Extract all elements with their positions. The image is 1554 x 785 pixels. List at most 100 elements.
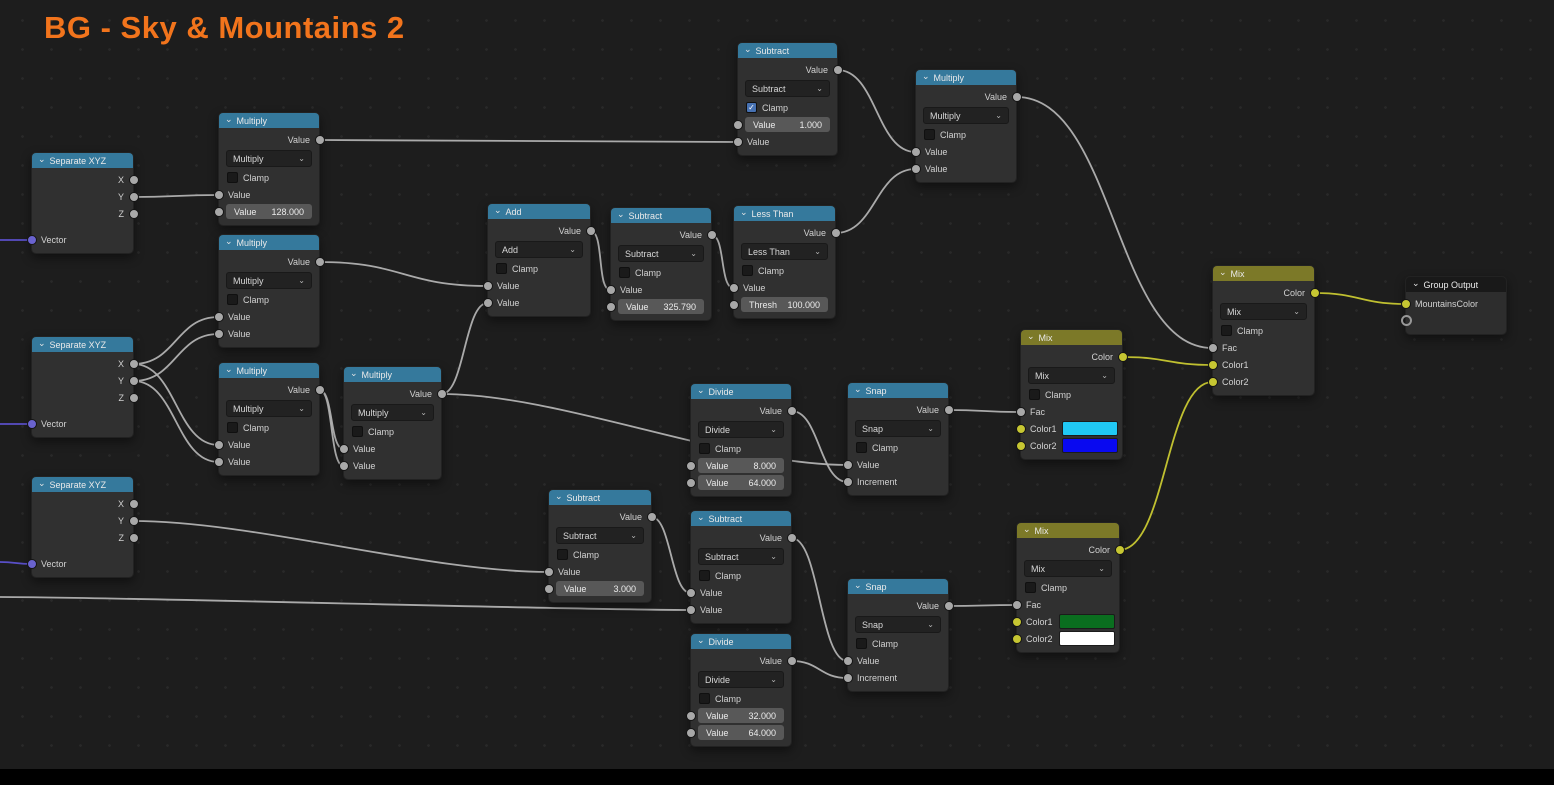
clamp-checkbox[interactable] — [924, 129, 935, 140]
node-header[interactable]: ⌄Separate XYZ — [32, 477, 133, 492]
socket-value[interactable] — [213, 207, 224, 217]
chevron-down-icon[interactable]: ⌄ — [854, 383, 862, 394]
socket-value[interactable] — [685, 711, 696, 721]
socket-value[interactable] — [213, 440, 224, 450]
socket-value[interactable] — [128, 376, 139, 386]
socket-value[interactable] — [1011, 92, 1022, 102]
node-header[interactable]: ⌄Multiply — [219, 235, 319, 250]
node-header[interactable]: ⌄Multiply — [219, 113, 319, 128]
socket-value[interactable] — [786, 406, 797, 416]
chevron-down-icon[interactable]: ⌄ — [494, 204, 502, 215]
clamp-checkbox[interactable] — [1025, 582, 1036, 593]
socket-color[interactable] — [1400, 299, 1411, 309]
socket-value[interactable] — [706, 230, 717, 240]
socket-value[interactable] — [732, 137, 743, 147]
socket-value[interactable] — [314, 135, 325, 145]
node-header[interactable]: ⌄Snap — [848, 383, 948, 398]
node-header[interactable]: ⌄Divide — [691, 384, 791, 399]
socket-value[interactable] — [842, 656, 853, 666]
node-header[interactable]: ⌄Snap — [848, 579, 948, 594]
operation-select[interactable]: Divide⌄ — [698, 671, 784, 688]
socket-value[interactable] — [685, 728, 696, 738]
socket-value[interactable] — [436, 389, 447, 399]
chevron-down-icon[interactable]: ⌄ — [1023, 523, 1031, 534]
chevron-down-icon[interactable]: ⌄ — [38, 477, 46, 488]
node-header[interactable]: ⌄Add — [488, 204, 590, 219]
node-header[interactable]: ⌄Multiply — [916, 70, 1016, 85]
clamp-checkbox[interactable] — [227, 422, 238, 433]
socket-value[interactable] — [128, 393, 139, 403]
color-swatch[interactable] — [1062, 421, 1118, 436]
chevron-down-icon[interactable]: ⌄ — [1027, 330, 1035, 341]
socket-color[interactable] — [1207, 360, 1218, 370]
operation-select[interactable]: Multiply⌄ — [351, 404, 434, 421]
node-header[interactable]: ⌄Separate XYZ — [32, 153, 133, 168]
operation-select[interactable]: Subtract⌄ — [556, 527, 644, 544]
socket-value[interactable] — [338, 444, 349, 454]
node-header[interactable]: ⌄Multiply — [219, 363, 319, 378]
chevron-down-icon[interactable]: ⌄ — [697, 634, 705, 645]
node-header[interactable]: ⌄Group Output — [1406, 277, 1506, 292]
socket-value[interactable] — [605, 302, 616, 312]
clamp-checkbox[interactable] — [557, 549, 568, 560]
clamp-checkbox[interactable] — [619, 267, 630, 278]
clamp-checkbox[interactable] — [699, 570, 710, 581]
socket-value[interactable] — [910, 147, 921, 157]
chevron-down-icon[interactable]: ⌄ — [38, 153, 46, 164]
socket-value[interactable] — [128, 209, 139, 219]
chevron-down-icon[interactable]: ⌄ — [922, 70, 930, 81]
socket-color[interactable] — [1207, 377, 1218, 387]
socket-value[interactable] — [943, 405, 954, 415]
clamp-checkbox[interactable] — [227, 294, 238, 305]
operation-select[interactable]: Multiply⌄ — [226, 400, 312, 417]
socket-value[interactable] — [842, 673, 853, 683]
operation-select[interactable]: Add⌄ — [495, 241, 583, 258]
socket-value[interactable] — [1011, 600, 1022, 610]
chevron-down-icon[interactable]: ⌄ — [350, 367, 358, 378]
socket-value[interactable] — [314, 385, 325, 395]
chevron-down-icon[interactable]: ⌄ — [617, 208, 625, 219]
chevron-down-icon[interactable]: ⌄ — [225, 113, 233, 124]
socket-value[interactable] — [128, 533, 139, 543]
clamp-checkbox[interactable] — [1029, 389, 1040, 400]
operation-select[interactable]: Mix⌄ — [1220, 303, 1307, 320]
operation-select[interactable]: Mix⌄ — [1028, 367, 1115, 384]
socket-value[interactable] — [842, 477, 853, 487]
chevron-down-icon[interactable]: ⌄ — [555, 490, 563, 501]
socket-value[interactable] — [728, 283, 739, 293]
socket-value[interactable] — [786, 656, 797, 666]
chevron-down-icon[interactable]: ⌄ — [225, 363, 233, 374]
node-header[interactable]: ⌄Subtract — [738, 43, 837, 58]
socket-value[interactable] — [314, 257, 325, 267]
clamp-checkbox-checked[interactable]: ✓ — [746, 102, 757, 113]
node-header[interactable]: ⌄Mix — [1017, 523, 1119, 538]
operation-select[interactable]: Multiply⌄ — [226, 272, 312, 289]
clamp-checkbox[interactable] — [699, 693, 710, 704]
socket-value[interactable] — [728, 300, 739, 310]
virtual-socket[interactable] — [1401, 315, 1412, 326]
operation-select[interactable]: Mix⌄ — [1024, 560, 1112, 577]
clamp-checkbox[interactable] — [856, 442, 867, 453]
chevron-down-icon[interactable]: ⌄ — [697, 511, 705, 522]
socket-value[interactable] — [482, 298, 493, 308]
